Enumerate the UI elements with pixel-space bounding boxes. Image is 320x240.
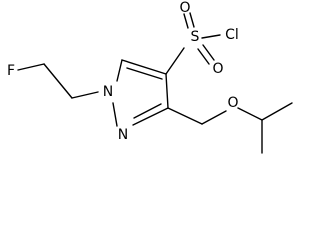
molecule-drawing: F N N O S O O Cl [7, 0, 293, 154]
bond-s-o-bottom-b [202, 44, 215, 61]
bond-s-cl [201, 34, 221, 39]
bond-s-o-top-b [189, 12, 195, 28]
bond-o-ch [237, 107, 263, 121]
atom-oxygen-sulfonyl-top: O [179, 0, 190, 16]
bond-c5-c4-double [126, 67, 163, 80]
bond-c3-ch2 [167, 107, 203, 125]
bond-s-o-bottom-a [197, 48, 210, 65]
bond-c5-c4-single [121, 59, 167, 75]
bond-s-o-top-a [183, 13, 189, 29]
atom-nitrogen-2: N [118, 127, 128, 143]
bond-c4-c3 [165, 73, 169, 109]
bond-f-c1 [17, 63, 45, 71]
atom-nitrogen-1: N [103, 84, 113, 100]
structure-canvas: F N N O S O O Cl [6, 0, 293, 154]
atom-oxygen-ether: O [227, 95, 238, 111]
bond-n2-n1 [112, 102, 118, 127]
atom-fluorine: F [7, 63, 15, 79]
bond-n1-c5 [116, 59, 123, 82]
bond-c2-n1 [71, 91, 99, 99]
bond-c1-c2 [43, 63, 73, 99]
bond-c3-n2-double [133, 103, 162, 119]
atom-sulfur: S [191, 29, 200, 45]
atom-oxygen-sulfonyl-bottom: O [212, 61, 223, 77]
bond-c4-s [165, 47, 185, 75]
bond-ch-ch3-top [261, 102, 293, 121]
bond-c3-n2-single [132, 107, 169, 126]
atom-chlorine: Cl [225, 27, 239, 43]
bond-ch2-o [201, 110, 227, 125]
